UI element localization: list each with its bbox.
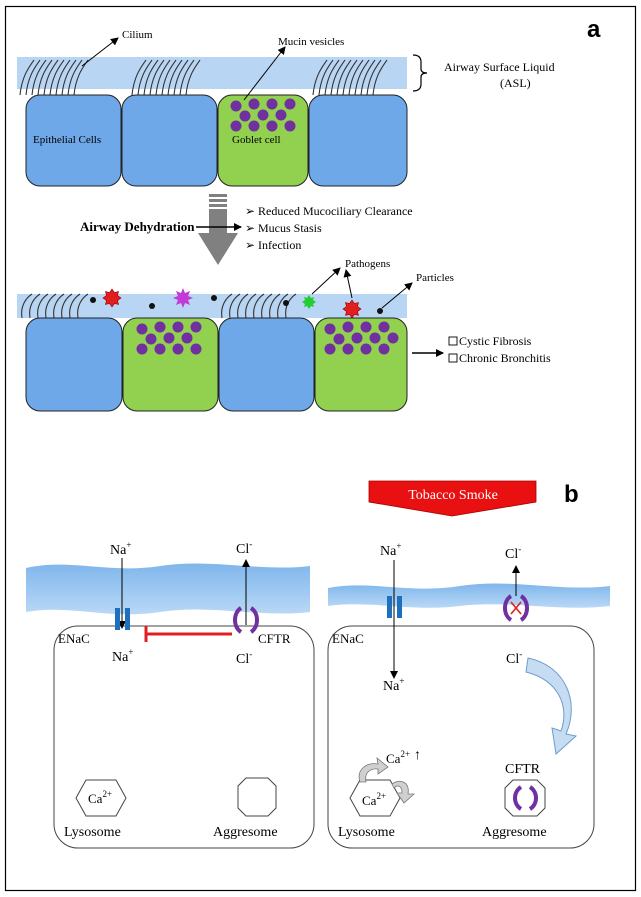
epithelial-cell-bottom-2 [218,317,315,412]
right-enac-label: ENaC [332,631,364,646]
left-lysosome [75,779,127,817]
goblet-cell-bottom-1 [122,317,219,412]
particles-pointer [381,282,413,309]
left-cl-bottom: Cl- [236,649,252,667]
right-cftr-channel-blocked [503,594,529,622]
right-lysosome [349,779,401,817]
disease-item: Cystic Fibrosis [459,334,532,348]
pathogens [102,288,362,319]
particles-label: Particles [416,272,454,284]
asl-label-line1: Airway Surface Liquid [444,60,555,74]
epithelial-cell-2 [121,94,218,187]
right-aggresome-label: Aggresome [482,825,547,840]
right-ca-in: Ca2+ [362,791,386,808]
pathogens-label: Pathogens [345,258,390,270]
right-enac-channel [387,596,402,618]
left-enac-label: ENaC [58,631,90,646]
cilia-top [19,59,388,96]
figure-frame [4,5,637,892]
epithelial-cells-label: Epithelial Cells [33,134,101,146]
mucin-vesicles-label: Mucin vesicles [278,36,344,48]
svg-text:➢: ➢ [245,238,255,252]
effect-item: Reduced Mucociliary Clearance [258,204,413,218]
cilium-label: Cilium [122,29,153,41]
effect-item: Mucus Stasis [258,221,322,235]
asl-wave-left [26,563,310,615]
disease-item: Chronic Bronchitis [459,351,551,365]
right-na-top: Na+ [380,541,401,559]
asl-label-line2: (ASL) [500,76,531,90]
cftr-inhibits-enac [144,626,232,642]
pathogens-pointer-2 [343,269,353,299]
asl-wave-right [328,583,610,608]
left-enac-channel [115,608,130,630]
right-cftr-label: CFTR [505,762,541,777]
disease-list: Cystic Fibrosis Chronic Bronchitis [448,334,551,365]
pathogens-pointer-1 [311,267,341,295]
panel-a-label: a [587,16,601,43]
epithelial-cell-1 [25,94,122,187]
right-ca-up: Ca2+↑ [386,748,421,766]
effects-list: ➢ Reduced Mucociliary Clearance ➢ Mucus … [245,204,413,252]
right-cl-bottom: Cl- [506,649,522,667]
mucin-vesicles-bottom-1 [136,321,202,355]
effect-item: Infection [258,238,301,252]
panel-b-label: b [564,481,579,508]
cilium-pointer [81,37,119,67]
calcium-release-arrows [358,757,416,804]
goblet-cell-label: Goblet cell [232,134,281,146]
left-ca: Ca2+ [88,789,112,806]
left-cl-top: Cl- [236,539,252,557]
asl-brace [412,54,428,92]
asl-layer-top [17,57,407,89]
tobacco-smoke-banner [368,480,537,517]
epithelial-cell-bottom-1 [25,317,123,412]
svg-text:➢: ➢ [245,204,255,218]
left-cftr-label: CFTR [258,631,291,646]
left-lysosome-label: Lysosome [64,825,121,840]
right-cl-top: Cl- [505,544,521,562]
left-na-bottom: Na+ [112,647,133,665]
left-aggresome [237,777,277,817]
left-na-top: Na+ [110,540,131,558]
right-lysosome-label: Lysosome [338,825,395,840]
particles [90,295,383,314]
mucin-pointer [243,46,286,101]
cftr-to-aggresome-arrow [525,657,578,755]
tobacco-smoke-label: Tobacco Smoke [408,488,498,503]
right-aggresome [504,779,546,817]
airway-dehydration-label: Airway Dehydration [80,219,195,234]
mucin-vesicles-bottom-2 [324,321,399,355]
right-na-bottom: Na+ [383,676,404,694]
cftr-in-aggresome [513,785,538,811]
epithelial-cell-3 [308,94,408,187]
dehydration-arrow [198,194,238,265]
svg-text:➢: ➢ [245,221,255,235]
left-cftr-channel [233,606,259,634]
left-aggresome-label: Aggresome [213,825,278,840]
mucin-vesicles-top [230,98,296,132]
cilia-bottom [21,293,297,319]
